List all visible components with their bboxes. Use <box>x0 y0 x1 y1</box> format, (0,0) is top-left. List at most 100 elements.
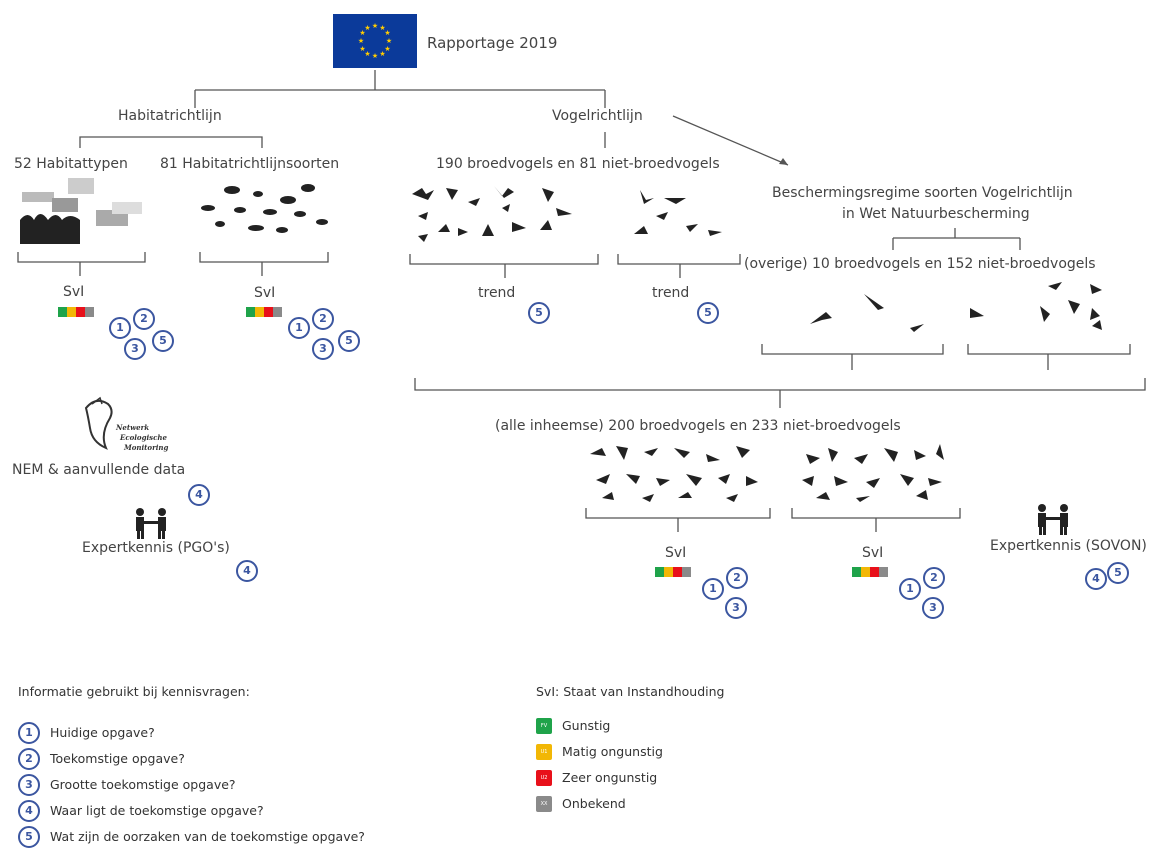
animal-silhouettes-icon <box>201 184 328 233</box>
nem-logo-line3: Monitoring <box>123 443 169 452</box>
question-2-icon: 2 <box>312 308 334 330</box>
status-matig <box>861 567 870 577</box>
alle-niet-broedvogel-silhouettes <box>796 440 952 508</box>
svg-text:★: ★ <box>379 50 385 58</box>
legend-question-1-icon: 1 <box>18 722 40 744</box>
status-matig <box>255 307 264 317</box>
question-3-icon: 3 <box>312 338 334 360</box>
expert-pgo-label: Expertkennis (PGO's) <box>82 540 230 556</box>
birds-combined-icon <box>590 446 758 502</box>
habitattypen-label: 52 Habitattypen <box>14 156 128 172</box>
overige-niet-broedvogel-silhouettes <box>964 278 1124 344</box>
habitat-photos-icon <box>20 178 142 244</box>
question-1-icon: 1 <box>109 317 131 339</box>
status-gunstig <box>655 567 664 577</box>
legend-question-5-icon: 5 <box>18 826 40 848</box>
question-5-icon: 5 <box>528 302 550 324</box>
seabird-silhouettes-icon <box>970 282 1102 330</box>
status-zeer <box>264 307 273 317</box>
svg-text:★: ★ <box>359 45 365 53</box>
legend-question-5-text: Wat zijn de oorzaken van de toekomstige … <box>50 829 365 844</box>
broedvogel-silhouettes <box>408 180 594 250</box>
legend-onbekend-swatch: XX <box>536 796 552 812</box>
status-onbekend <box>682 567 691 577</box>
nem-logo: Netwerk Ecologische Monitoring <box>70 396 170 462</box>
regime-label-line2: in Wet Natuurbescherming <box>842 206 1030 222</box>
question-3-icon: 3 <box>922 597 944 619</box>
status-zeer <box>870 567 879 577</box>
status-zeer <box>673 567 682 577</box>
legend-svi-title: SvI: Staat van Instandhouding <box>536 684 725 699</box>
question-4-icon: 4 <box>1085 568 1107 590</box>
overige-broedvogel-silhouettes <box>804 290 944 346</box>
niet-broedvogel-silhouettes <box>626 182 732 248</box>
status-onbekend <box>879 567 888 577</box>
status-gunstig <box>852 567 861 577</box>
trend-label-broedvogels: trend <box>478 285 516 301</box>
svg-text:★: ★ <box>372 22 378 30</box>
question-2-icon: 2 <box>923 567 945 589</box>
svg-text:★: ★ <box>372 52 378 60</box>
svi-label-alle-broedvogels: SvI <box>665 545 687 561</box>
expert-pgo-icon <box>134 507 168 543</box>
eu-stars-icon: ★★★ ★★★ ★★★ ★★★ <box>358 22 392 60</box>
question-5-icon: 5 <box>697 302 719 324</box>
question-2-icon: 2 <box>726 567 748 589</box>
legend-question-3-icon: 3 <box>18 774 40 796</box>
broedvogels-label: 190 broedvogels en 81 niet-broedvogels <box>436 156 720 172</box>
question-4-icon: 4 <box>188 484 210 506</box>
legend-zeer-text: Zeer ongunstig <box>562 770 658 785</box>
nem-logo-line1: Netwerk <box>115 423 149 432</box>
legend-zeer-swatch: U2 <box>536 770 552 786</box>
expert-sovon-label: Expertkennis (SOVON) <box>990 538 1147 554</box>
habitat-photos <box>18 178 143 250</box>
legend-question-2-text: Toekomstige opgave? <box>50 751 185 766</box>
svg-text:★: ★ <box>379 24 385 32</box>
bird-silhouettes-icon <box>412 186 572 242</box>
status-onbekend <box>85 307 94 317</box>
legend-question-4-icon: 4 <box>18 800 40 822</box>
svi-label-alle-niet-broedvogels: SvI <box>862 545 884 561</box>
handshake-icon <box>1038 504 1068 535</box>
question-3-icon: 3 <box>124 338 146 360</box>
question-1-icon: 1 <box>702 578 724 600</box>
diagram-title: Rapportage 2019 <box>427 34 558 52</box>
question-5-icon: 5 <box>338 330 360 352</box>
legend-info-title: Informatie gebruikt bij kennisvragen: <box>18 684 250 699</box>
question-1-icon: 1 <box>288 317 310 339</box>
svi-label-habitattypen: SvI <box>63 284 85 300</box>
legend-gunstig-swatch: FV <box>536 718 552 734</box>
status-gunstig <box>246 307 255 317</box>
raptor-silhouettes-icon <box>810 294 924 332</box>
legend-matig-text: Matig ongunstig <box>562 744 663 759</box>
alle-inheemse-label: (alle inheemse) 200 broedvogels en 233 n… <box>495 418 901 434</box>
habitatsoorten-label: 81 Habitatrichtlijnsoorten <box>160 156 340 172</box>
svi-status-bar-habitattypen <box>58 307 94 317</box>
question-4-icon: 4 <box>236 560 258 582</box>
svg-text:★: ★ <box>359 29 365 37</box>
question-1-icon: 1 <box>899 578 921 600</box>
question-2-icon: 2 <box>133 308 155 330</box>
regime-label-line1: Beschermingsregime soorten Vogelrichtlij… <box>772 185 1073 201</box>
waterbirds-combined-icon <box>802 444 944 502</box>
svg-text:★: ★ <box>364 50 370 58</box>
habitatrichtlijn-label: Habitatrichtlijn <box>118 108 222 124</box>
nem-label: NEM & aanvullende data <box>12 462 186 478</box>
svg-text:★: ★ <box>364 24 370 32</box>
svg-text:★: ★ <box>384 29 390 37</box>
svi-status-bar-alle-niet-broedvogels <box>852 567 888 577</box>
legend-question-4-text: Waar ligt de toekomstige opgave? <box>50 803 264 818</box>
question-5-icon: 5 <box>152 330 174 352</box>
overige-label: (overige) 10 broedvogels en 152 niet-bro… <box>744 256 1096 272</box>
question-3-icon: 3 <box>725 597 747 619</box>
legend-question-2-icon: 2 <box>18 748 40 770</box>
handshake-icon <box>136 508 166 539</box>
legend-matig-swatch: U1 <box>536 744 552 760</box>
alle-broedvogel-silhouettes <box>586 440 766 508</box>
waterbird-silhouettes-icon <box>634 190 722 236</box>
legend-question-1-text: Huidige opgave? <box>50 725 155 740</box>
habitat-species-silhouettes <box>196 180 336 244</box>
svg-text:★: ★ <box>386 37 392 45</box>
legend-question-3-text: Grootte toekomstige opgave? <box>50 777 236 792</box>
